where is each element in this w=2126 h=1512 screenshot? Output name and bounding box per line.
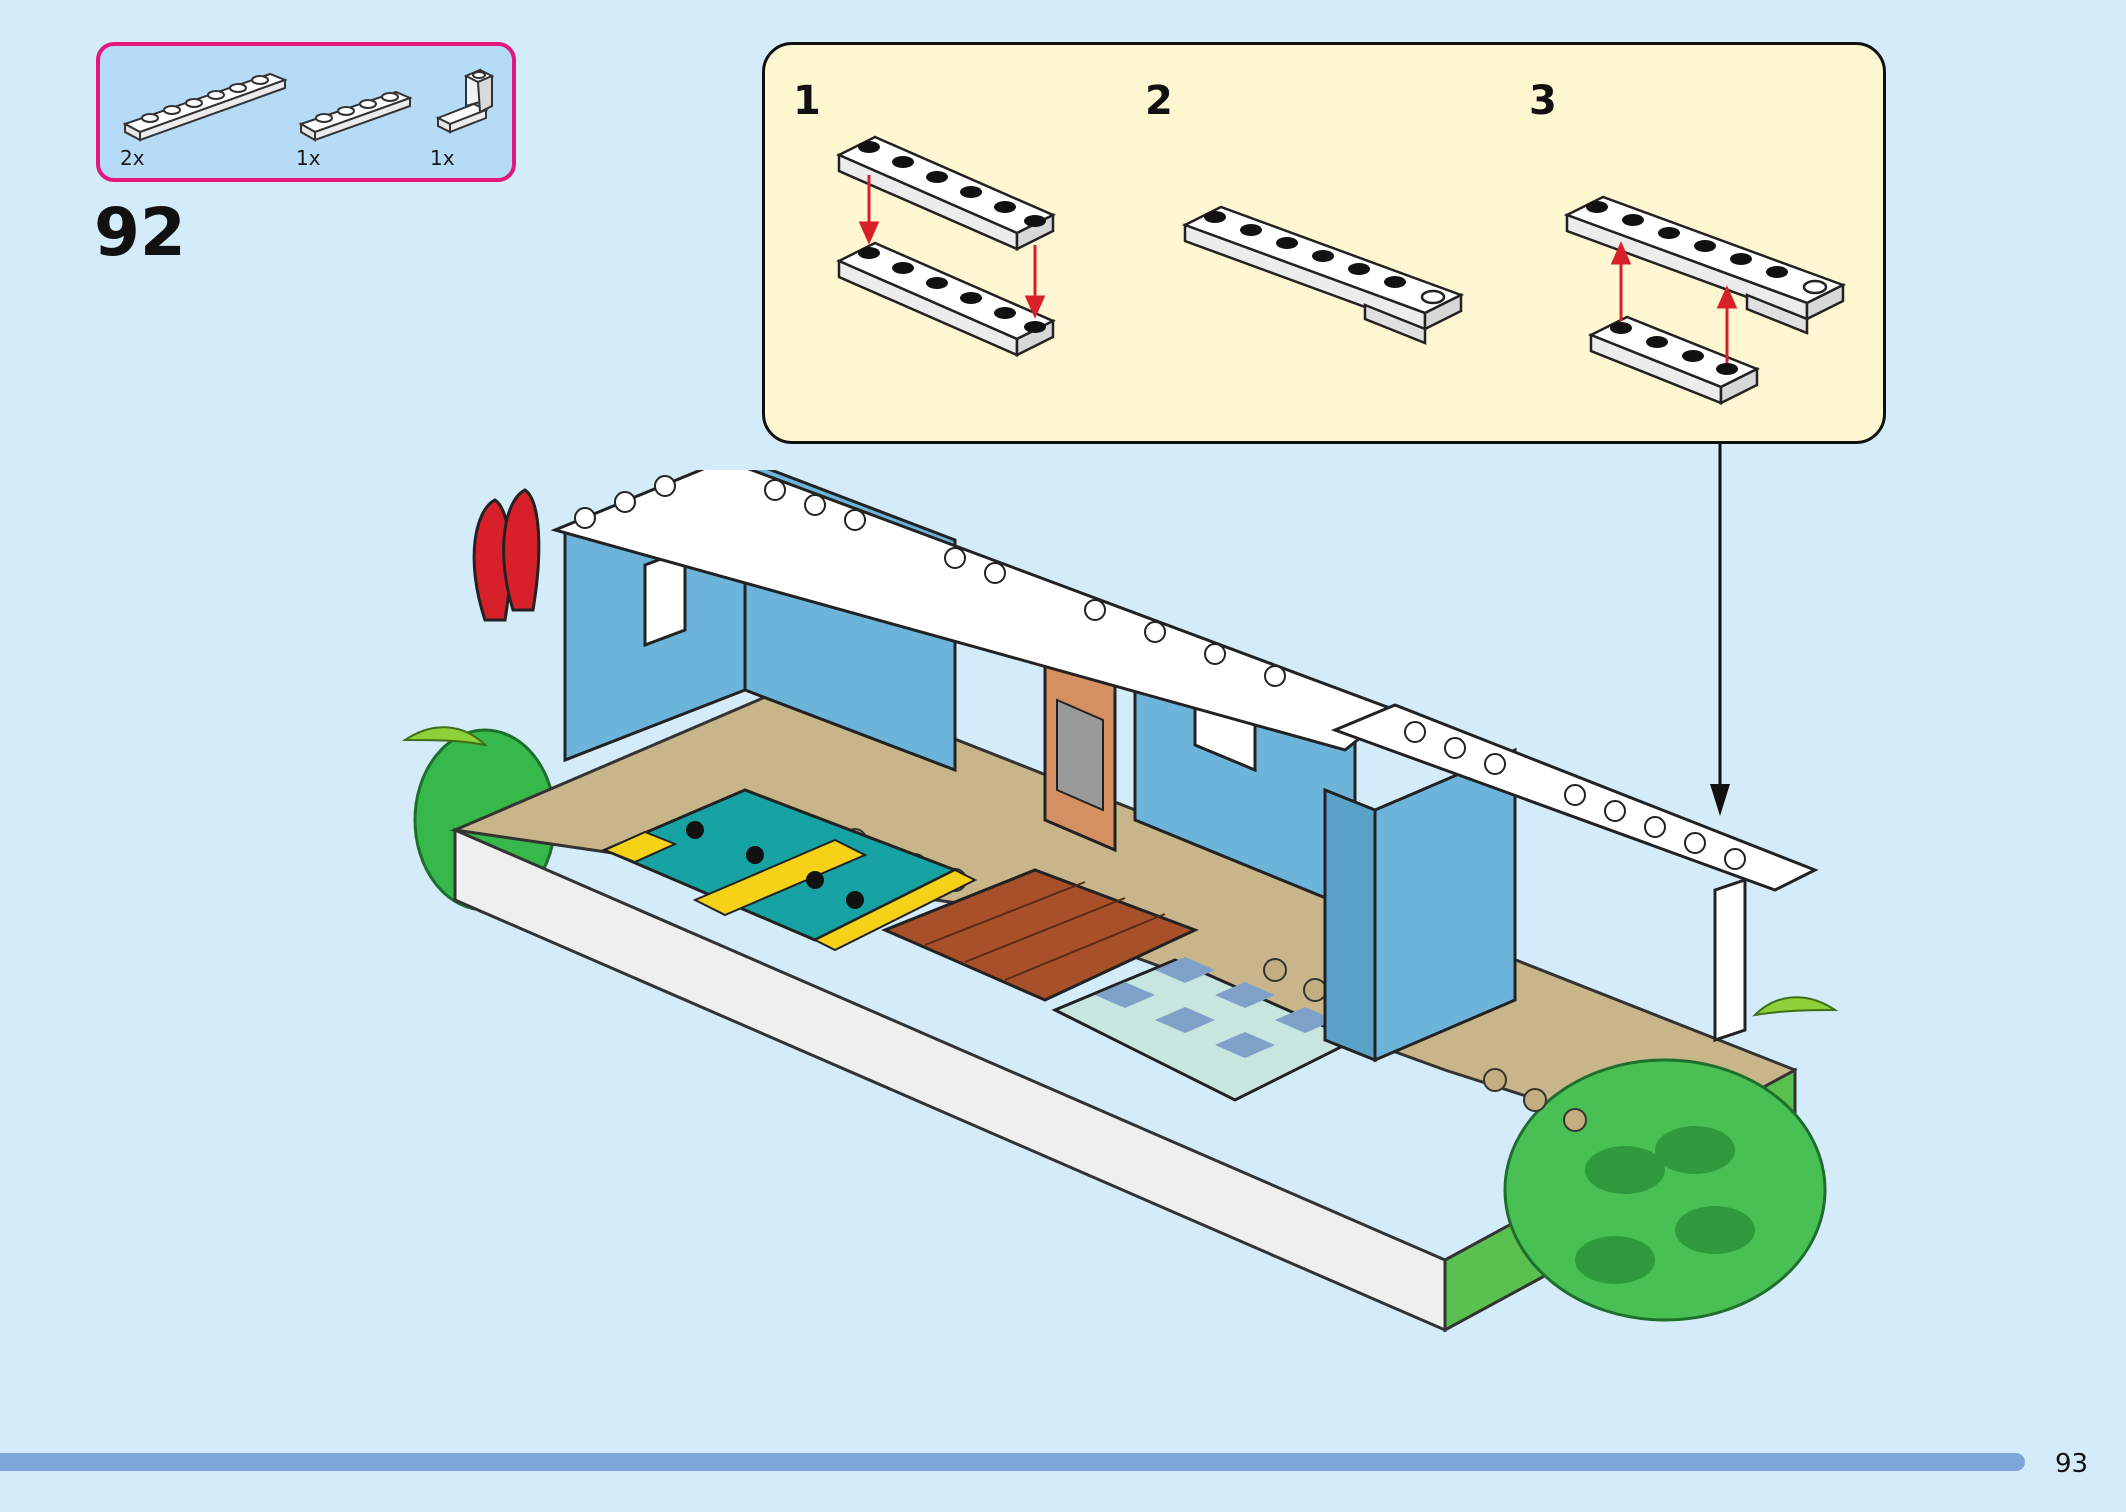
substep-label-2: 2	[1145, 78, 1173, 124]
bracket-icon	[435, 68, 495, 134]
part-quantity: 1x	[430, 146, 455, 170]
substep-1-illustration	[836, 135, 1056, 358]
plate-1x4-icon	[298, 90, 413, 142]
callout-pointer-arrow	[1710, 444, 1730, 816]
progress-bar	[0, 1453, 2025, 1471]
page-number: 93	[2055, 1449, 2089, 1479]
substep-label-1: 1	[793, 78, 821, 124]
plate-1x6-icon	[122, 72, 288, 142]
model-illustration	[401, 470, 1839, 1333]
parts-list: 2x 1x 1x	[96, 42, 516, 182]
substep-3-illustration	[1563, 195, 1847, 406]
substep-callout: 1 2 3	[762, 42, 1886, 444]
part-quantity: 1x	[296, 146, 321, 170]
substep-label-3: 3	[1529, 78, 1557, 124]
part-quantity: 2x	[120, 146, 145, 170]
step-number: 92	[94, 194, 186, 271]
substep-2-illustration	[1181, 205, 1465, 345]
